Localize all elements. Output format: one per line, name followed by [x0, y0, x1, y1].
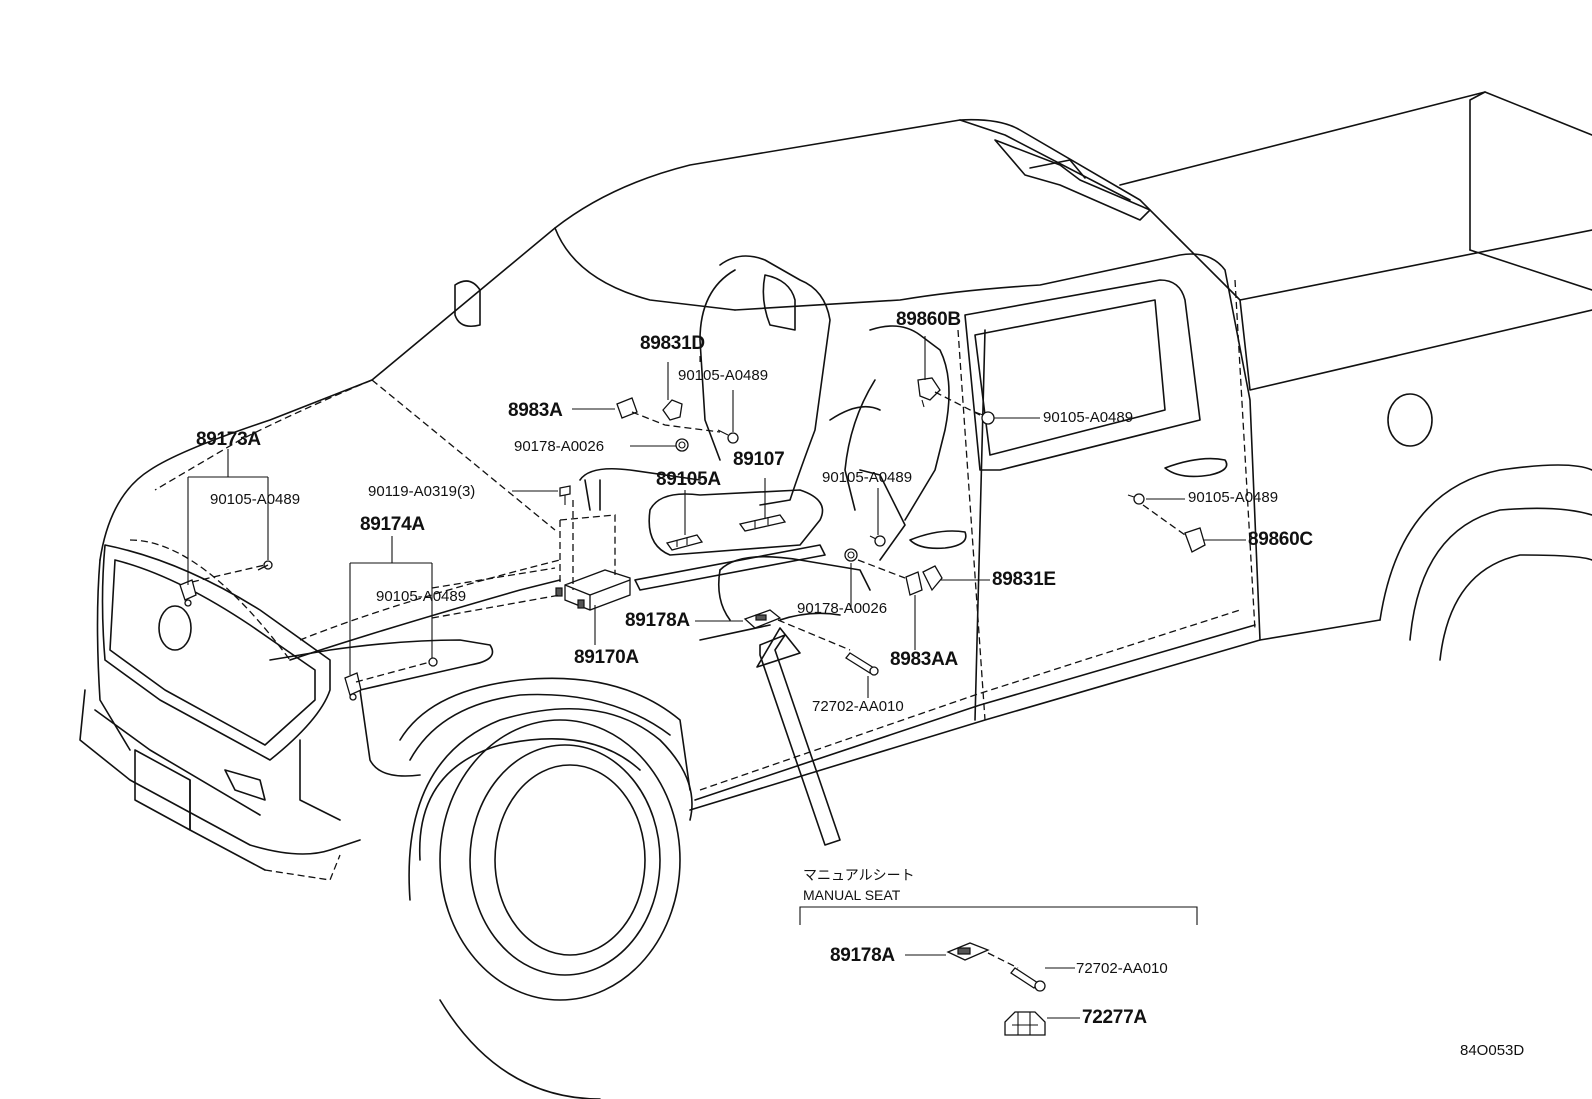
label-89170A: 89170A: [574, 647, 639, 668]
label-90178-right: 90178-A0026: [797, 600, 888, 617]
label-90105-front: 90105-A0489: [210, 491, 301, 508]
label-90105-center: 90105-A0489: [822, 469, 913, 486]
label-90119: 90119-A0319(3): [368, 483, 476, 500]
manual-seat-title-jp: マニュアルシート: [803, 867, 915, 883]
label-89178A: 89178A: [625, 610, 690, 631]
label-89173A: 89173A: [196, 429, 261, 450]
label-90105-rear: 90105-A0489: [1188, 489, 1279, 506]
inset-label-89178A: 89178A: [830, 945, 895, 966]
label-89860B: 89860B: [896, 309, 961, 330]
label-90105-seat: 90105-A0489: [678, 367, 769, 384]
sensor-89173A: [179, 579, 197, 607]
label-72702: 72702-AA010: [812, 698, 904, 715]
label-90105-fender: 90105-A0489: [376, 588, 467, 605]
label-89860C: 89860C: [1248, 529, 1313, 550]
label-89831D: 89831D: [640, 333, 705, 354]
label-90178-left: 90178-A0026: [514, 438, 605, 455]
inset-label-72277A: 72277A: [1082, 1007, 1147, 1028]
label-89831E: 89831E: [992, 569, 1056, 590]
diagram-code: 84O053D: [1460, 1042, 1525, 1059]
label-90105-pillar: 90105-A0489: [1043, 409, 1134, 426]
inset-label-72702: 72702-AA010: [1076, 960, 1168, 977]
label-8983AA: 8983AA: [890, 649, 958, 670]
label-89107: 89107: [733, 449, 785, 470]
label-89174A: 89174A: [360, 514, 425, 535]
label-8983A: 8983A: [508, 400, 563, 421]
label-89105A: 89105A: [656, 469, 721, 490]
manual-seat-title-en: MANUAL SEAT: [803, 887, 901, 903]
